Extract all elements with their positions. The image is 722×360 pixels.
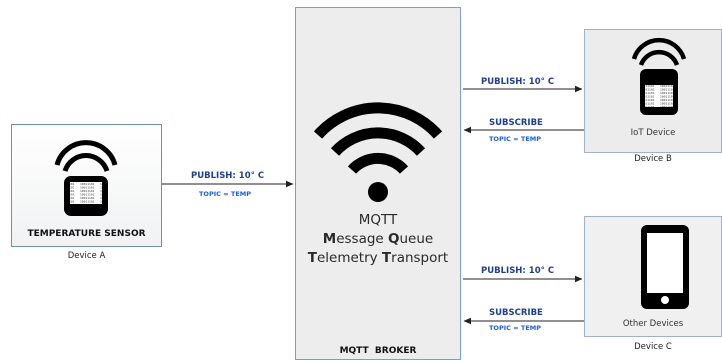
wifi-icon [313, 102, 443, 202]
mqtt-title: MQTT Message Queue Telemetry Transport [295, 211, 461, 268]
device-a-title: TEMPERATURE SENSOR [27, 229, 146, 239]
device-b-publish-label: PUBLISH: 10° C [481, 77, 555, 87]
mqtt-title-line2: Message Queue [322, 231, 434, 247]
device-a-caption: Device A [67, 251, 106, 261]
device-c-caption: Device C [634, 342, 672, 352]
device-c-subscribe-label: SUBSCRIBE [489, 308, 543, 318]
mqtt-title-line3: Telemetry Transport [307, 250, 449, 266]
wireless-sensor-icon [631, 37, 687, 115]
device-c-topic-label: TOPIC = TEMP [489, 324, 541, 332]
device-b-label: IoT Device [630, 128, 676, 138]
smartphone-icon [641, 225, 689, 309]
mqtt-broker-label: MQTT BROKER [339, 346, 417, 356]
device-b-caption: Device B [634, 154, 672, 164]
device-a-topic-label: TOPIC = TEMP [199, 190, 251, 198]
device-a-publish-label: PUBLISH: 10° C [191, 171, 265, 181]
wireless-sensor-icon [54, 140, 118, 216]
device-c-publish-label: PUBLISH: 10° C [481, 266, 555, 276]
device-b-subscribe-label: SUBSCRIBE [489, 118, 543, 128]
device-c-label: Other Devices [622, 319, 684, 329]
mqtt-title-line1: MQTT [358, 212, 398, 228]
device-b-topic-label: TOPIC = TEMP [489, 135, 541, 143]
